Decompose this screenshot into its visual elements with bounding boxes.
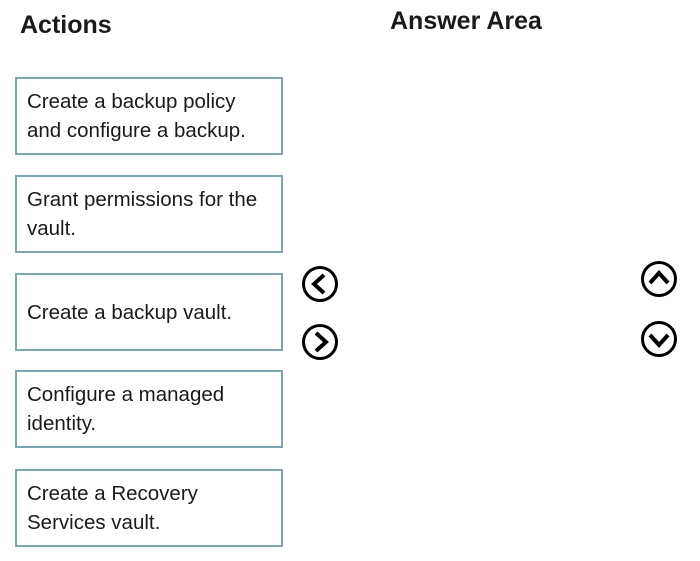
action-item[interactable]: Create a backup policy and configure a b… xyxy=(15,77,283,155)
move-up-button[interactable] xyxy=(640,260,678,298)
move-right-button[interactable] xyxy=(301,323,339,361)
answer-area[interactable] xyxy=(360,50,620,550)
move-down-button[interactable] xyxy=(640,320,678,358)
action-item[interactable]: Create a Recovery Services vault. xyxy=(15,469,283,547)
chevron-up-circle-icon xyxy=(641,261,677,297)
chevron-left-circle-icon xyxy=(302,266,338,302)
move-left-button[interactable] xyxy=(301,265,339,303)
action-item[interactable]: Configure a managed identity. xyxy=(15,370,283,448)
answer-area-heading: Answer Area xyxy=(390,7,542,35)
action-item[interactable]: Create a backup vault. xyxy=(15,273,283,351)
actions-heading: Actions xyxy=(20,11,112,39)
chevron-right-circle-icon xyxy=(302,324,338,360)
action-item[interactable]: Grant permissions for the vault. xyxy=(15,175,283,253)
chevron-down-circle-icon xyxy=(641,321,677,357)
